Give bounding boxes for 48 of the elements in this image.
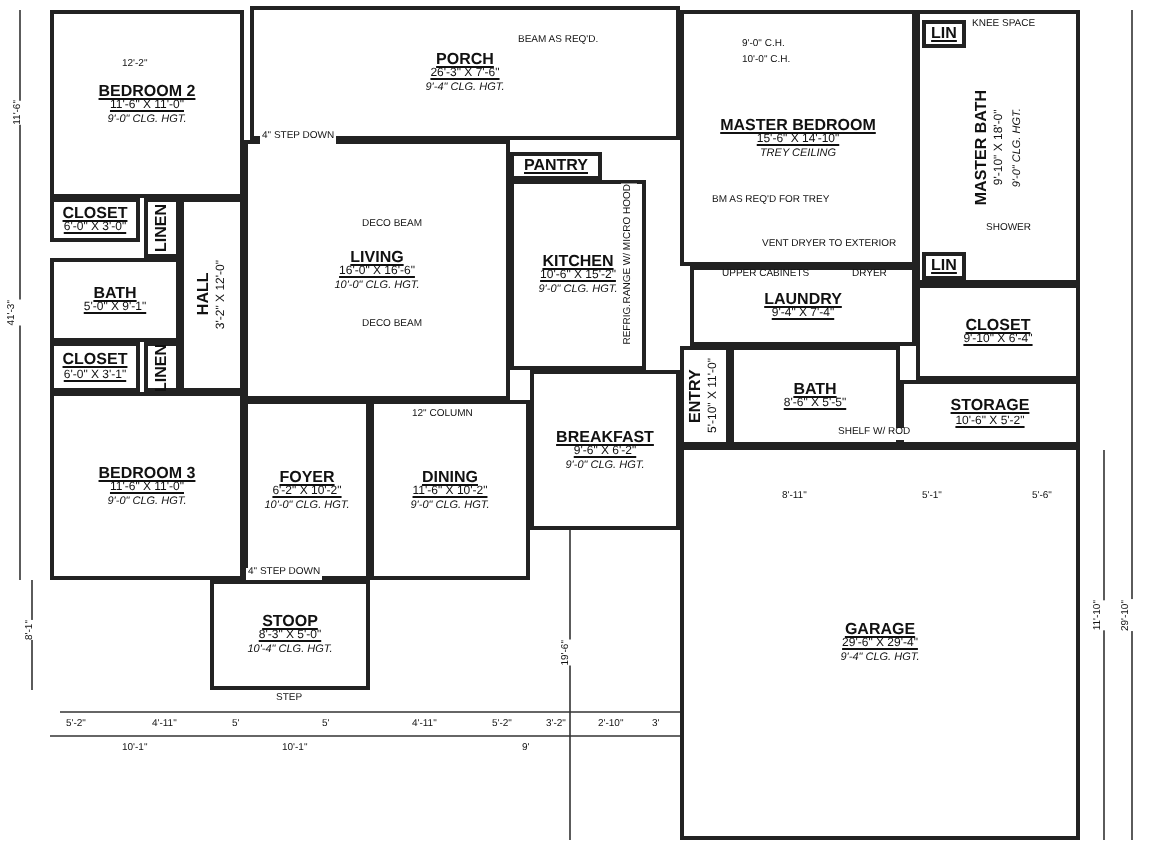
room-area: [250, 6, 680, 140]
room-name: BATH: [793, 379, 837, 398]
room-area: [510, 152, 602, 180]
room-area: [50, 10, 244, 198]
room-name: GARAGE: [844, 620, 916, 639]
room-area: [180, 198, 244, 392]
room-name: BREAKFAST: [556, 427, 654, 446]
room-area: [50, 258, 180, 342]
room-name: CLOSET: [965, 315, 1031, 334]
room-name: MASTER BATH: [971, 89, 990, 205]
room-name: LIVING: [350, 247, 404, 266]
room-name: STORAGE: [950, 396, 1030, 415]
room-area: [144, 198, 180, 258]
room-name: KITCHEN: [542, 252, 614, 271]
room-name: LINEN: [152, 204, 172, 252]
room-name: BEDROOM 3: [98, 463, 196, 482]
room-area: [916, 10, 1080, 284]
room-name: MASTER BEDROOM: [720, 115, 876, 134]
room-area: [530, 370, 680, 530]
room-area: [916, 284, 1080, 380]
room-name: STOOP: [262, 612, 318, 631]
room-name: PORCH: [436, 50, 494, 69]
room-area: [50, 342, 140, 392]
room-name: LIN: [931, 24, 957, 44]
room-area: [922, 20, 966, 48]
room-name: CLOSET: [62, 203, 128, 222]
room-name: LAUNDRY: [764, 289, 842, 308]
room-area: [244, 140, 510, 400]
room-name: PANTRY: [524, 156, 588, 176]
room-name: BEDROOM 2: [98, 81, 196, 100]
room-area: [510, 180, 646, 370]
room-name: ENTRY: [686, 369, 706, 423]
room-area: [680, 446, 1080, 840]
room-name: DINING: [422, 467, 478, 486]
room-area: [244, 400, 370, 580]
room-area: [680, 346, 730, 446]
room-area: [210, 580, 370, 690]
room-area: [50, 198, 140, 242]
room-area: [690, 266, 916, 346]
room-name: FOYER: [279, 467, 335, 486]
room-name: BATH: [93, 283, 137, 302]
room-area: [370, 400, 530, 580]
room-name: CLOSET: [62, 350, 128, 369]
room-name: LIN: [931, 256, 957, 276]
room-area: [922, 252, 966, 280]
room-area: [50, 392, 244, 580]
room-area: [680, 10, 916, 266]
room-name: HALL: [193, 273, 213, 317]
